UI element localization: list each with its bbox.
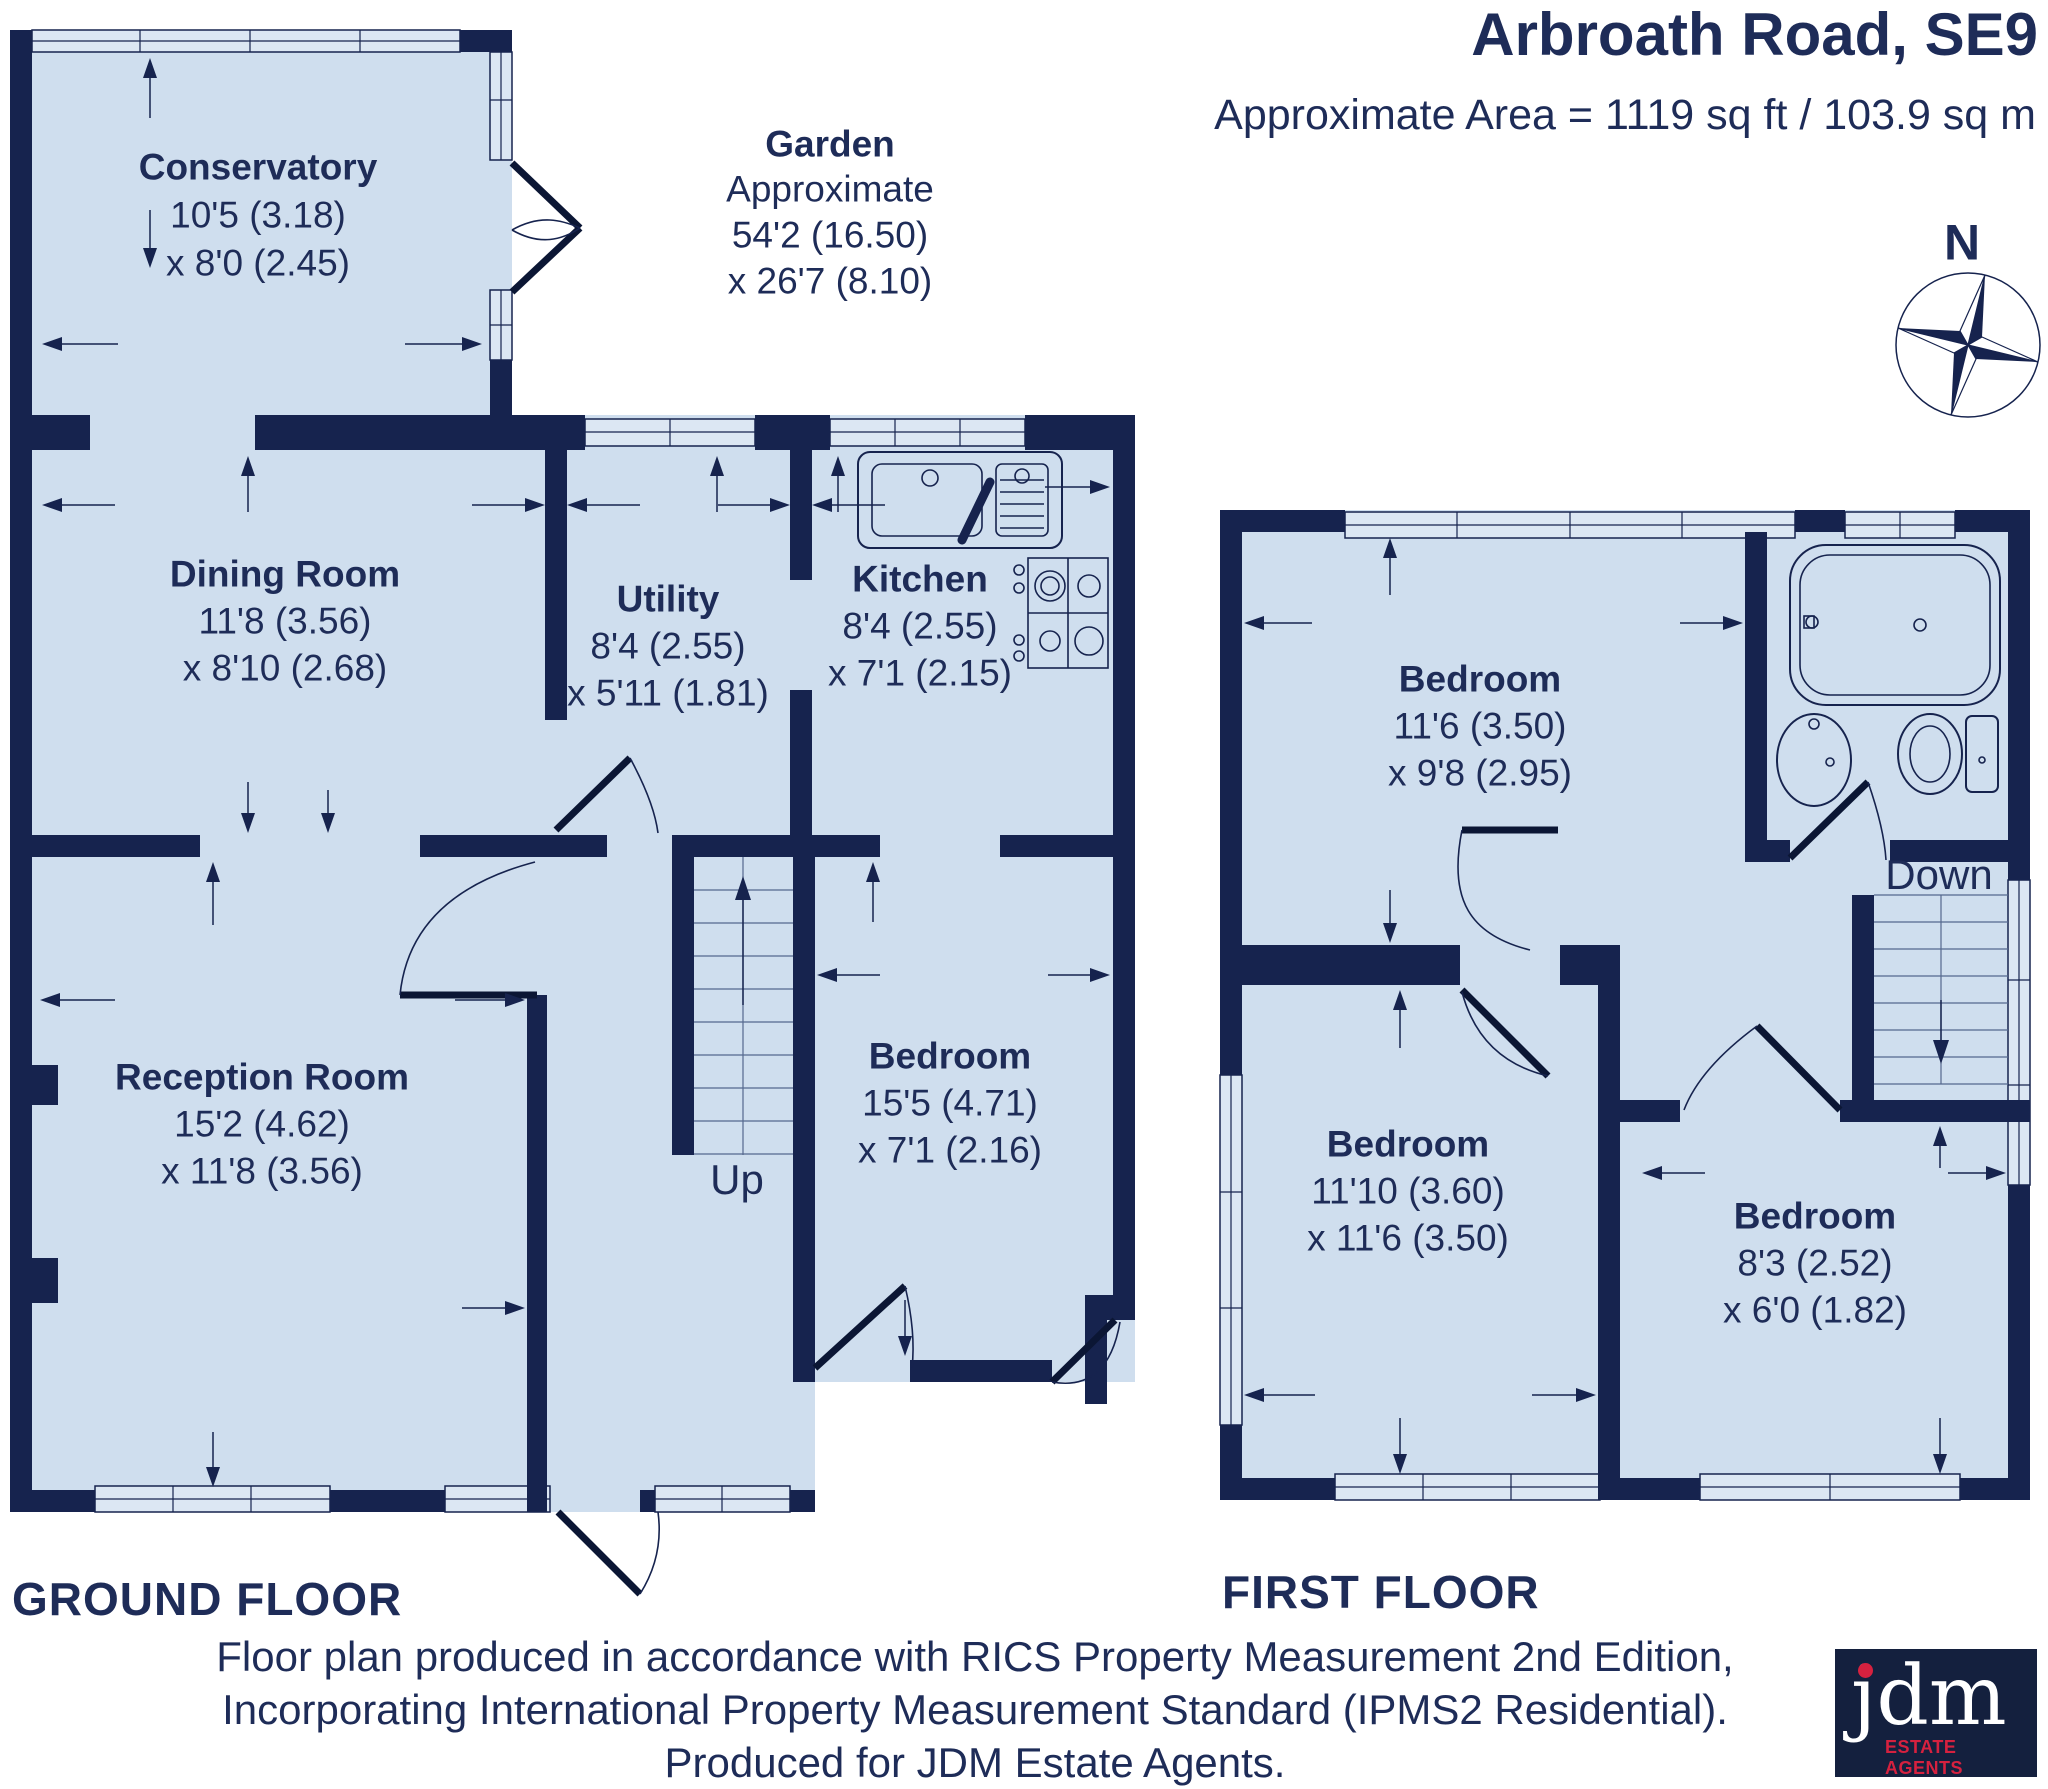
room-dim: x 11'8 (3.56) (161, 1150, 363, 1192)
compass-north-label: N (1943, 214, 1981, 271)
footer-line-3: Produced for JDM Estate Agents. (664, 1739, 1286, 1786)
room-label-kitchen: Kitchen (852, 558, 988, 600)
reception-door (399, 861, 537, 999)
first-floor-title: FIRST FLOOR (1222, 1566, 1540, 1618)
page-title: Arbroath Road, SE9 (1471, 1, 2038, 68)
footer-line-1: Floor plan produced in accordance with R… (216, 1633, 1734, 1680)
stairs-down-label: Down (1885, 850, 1993, 898)
front-door (555, 1509, 660, 1597)
rear-corner-doors (1049, 1317, 1121, 1385)
room-dim: x 9'8 (2.95) (1388, 752, 1572, 794)
stairs-down (1874, 894, 2008, 1085)
room-dim: 54'2 (16.50) (731, 214, 929, 256)
stove-icon (1013, 557, 1109, 669)
garden-note: Approximate (726, 168, 934, 210)
bathtub-icon (1789, 544, 2001, 706)
bedroom-door (812, 1283, 914, 1371)
room-dim: 8'3 (2.52) (1737, 1242, 1893, 1284)
jdm-logo-red-dot-icon (1858, 1663, 1873, 1678)
jdm-logo-subtext: ESTATE AGENTS (1885, 1737, 1964, 1778)
stairs-up-label: Up (710, 1155, 764, 1203)
room-dim: 15'2 (4.62) (174, 1103, 350, 1145)
room-label-utility: Utility (616, 578, 720, 620)
conservatory-french-doors (509, 160, 583, 295)
utility-door (553, 755, 659, 834)
jdm-logo-text: jdm (1851, 1649, 2007, 1744)
room-dim: 8'4 (2.55) (842, 605, 998, 647)
room-dim: x 8'0 (2.45) (166, 242, 350, 284)
footer-line-2: Incorporating International Property Mea… (222, 1686, 1728, 1733)
footer-disclaimer: Floor plan produced in accordance with R… (150, 1630, 1800, 1789)
room-dim: x 6'0 (1.82) (1723, 1289, 1907, 1331)
ground-floor-title: GROUND FLOOR (12, 1573, 403, 1625)
room-dim: x 11'6 (3.50) (1307, 1217, 1509, 1259)
room-label-reception: Reception Room (115, 1056, 409, 1098)
ground-floor-plan (10, 29, 1135, 1597)
room-label-bedroom1: Bedroom (1398, 658, 1562, 700)
first-floor-plan (1219, 510, 2031, 1501)
room-label-conservatory: Conservatory (138, 146, 378, 188)
room-dim: 10'5 (3.18) (170, 194, 346, 236)
room-dim: x 8'10 (2.68) (182, 647, 388, 689)
compass-rose-icon (1895, 272, 2041, 418)
room-dim: 11'10 (3.60) (1311, 1170, 1505, 1212)
room-dim: x 7'1 (2.15) (828, 652, 1012, 694)
ground-dimension-arrows (40, 58, 1110, 1487)
room-dim: 15'5 (4.71) (862, 1082, 1038, 1124)
room-dim: x 26'7 (8.10) (727, 260, 933, 302)
page-subtitle: Approximate Area = 1119 sq ft / 103.9 sq… (1214, 91, 2036, 139)
room-dim: 11'8 (3.56) (198, 600, 372, 642)
stairs-up (694, 857, 793, 1155)
room-dim: x 5'11 (1.81) (567, 672, 769, 714)
kitchen-sink-icon (857, 451, 1063, 549)
bedroom3-door (1683, 1023, 1843, 1113)
room-label-garden: Garden (765, 123, 895, 165)
room-label-dining: Dining Room (169, 553, 401, 595)
room-label-bedroom-ground: Bedroom (868, 1035, 1032, 1077)
room-dim: 8'4 (2.55) (590, 625, 746, 667)
jdm-logo: jdm ESTATE AGENTS (1835, 1649, 2037, 1778)
room-dim: 11'6 (3.50) (1393, 705, 1567, 747)
room-dim: x 7'1 (2.16) (858, 1129, 1042, 1171)
bathroom-door (1787, 779, 1887, 861)
toilet-icon (1897, 713, 1999, 795)
bedroom1-door (1457, 826, 1558, 951)
room-label-bedroom3: Bedroom (1733, 1195, 1897, 1237)
first-dimension-arrows (1244, 538, 2006, 1474)
room-label-bedroom2: Bedroom (1326, 1123, 1490, 1165)
bedroom2-door (1459, 987, 1551, 1079)
bathroom-sink-icon (1776, 713, 1852, 807)
